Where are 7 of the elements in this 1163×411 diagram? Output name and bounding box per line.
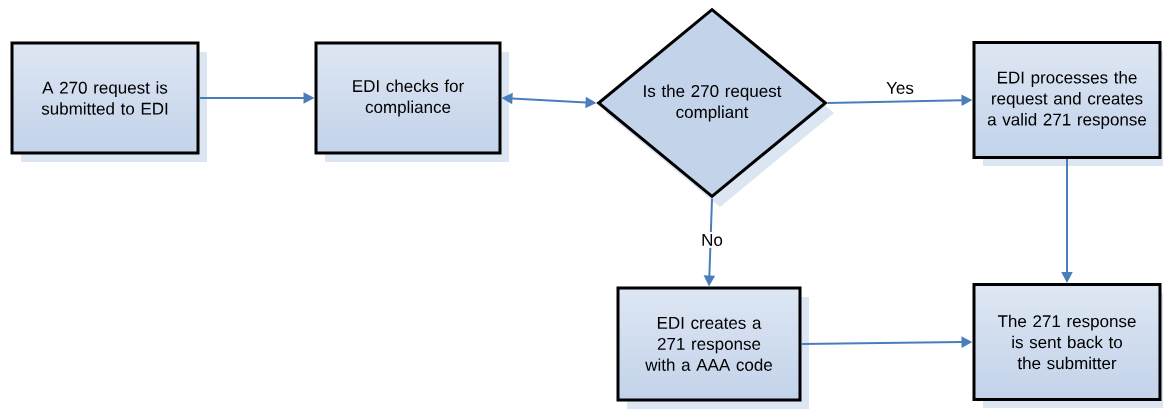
edge-label: Yes (884, 80, 916, 96)
process-box: EDI creates a 271 response with a AAA code (616, 286, 809, 409)
process-box: EDI processes the request and creates a valid 271 response (972, 41, 1163, 166)
process-box: The 271 response is sent back to the submitter (972, 283, 1163, 408)
process-box: A 270 request is submitted to EDI (10, 41, 207, 162)
process-box: EDI checks for compliance (314, 41, 509, 162)
edge-label: No (699, 232, 725, 248)
